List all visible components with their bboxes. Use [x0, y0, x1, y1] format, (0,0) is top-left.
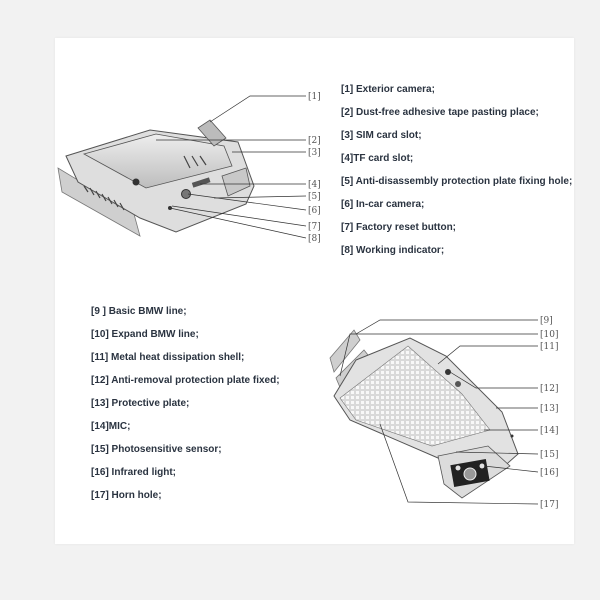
callout-5: [5] — [308, 192, 321, 202]
leader-lines-top — [156, 95, 307, 239]
callout-9: [9] — [540, 316, 553, 326]
callout-15: [15] — [540, 450, 558, 460]
callout-17: [17] — [540, 500, 558, 510]
callout-13: [13] — [540, 404, 558, 414]
legend-item-13: [13] Protective plate; — [91, 398, 190, 409]
callout-8: [8] — [308, 234, 321, 244]
legend-item-10: [10] Expand BMW line; — [91, 329, 199, 340]
legend-item-2: [2] Dust-free adhesive tape pasting plac… — [341, 107, 539, 118]
legend-item-8: [8] Working indicator; — [341, 245, 445, 256]
callout-6: [6] — [308, 206, 321, 216]
device-rear-view — [329, 329, 519, 499]
legend-item-3: [3] SIM card slot; — [341, 130, 422, 141]
callout-labels-top: [1] [2] [3] [4] [5] [6] [7] [8] — [308, 92, 321, 244]
callout-2: [2] — [308, 136, 321, 146]
legend-item-12: [12] Anti-removal protection plate fixed… — [91, 375, 280, 386]
callout-1: [1] — [308, 92, 321, 102]
callout-14: [14] — [540, 426, 558, 436]
callout-3: [3] — [308, 148, 321, 158]
callout-10: [10] — [540, 330, 558, 340]
legend-item-17: [17] Horn hole; — [91, 490, 162, 501]
callout-16: [16] — [540, 468, 558, 478]
legend-item-16: [16] Infrared light; — [91, 467, 177, 478]
leader-lines-bottom — [339, 319, 539, 505]
callout-12: [12] — [540, 384, 558, 394]
legend-item-4: [4]TF card slot; — [341, 153, 414, 164]
legend-item-6: [6] In-car camera; — [341, 199, 425, 210]
legend-item-7: [7] Factory reset button; — [341, 222, 457, 233]
device-front-view — [57, 119, 255, 237]
legend-item-5: [5] Anti-disassembly protection plate fi… — [341, 176, 573, 187]
legend-item-1: [1] Exterior camera; — [341, 84, 435, 95]
legend-item-9: [9 ] Basic BMW line; — [91, 306, 187, 317]
callout-4: [4] — [308, 180, 321, 190]
legend-item-11: [11] Metal heat dissipation shell; — [91, 352, 245, 363]
callout-labels-bottom: [9] [10] [11] [12] [13] [14] [15] [16] [… — [540, 316, 558, 510]
callout-11: [11] — [540, 342, 558, 352]
legend-item-14: [14]MIC; — [91, 421, 131, 432]
legend-item-15: [15] Photosensitive sensor; — [91, 444, 222, 455]
callout-7: [7] — [308, 222, 321, 232]
